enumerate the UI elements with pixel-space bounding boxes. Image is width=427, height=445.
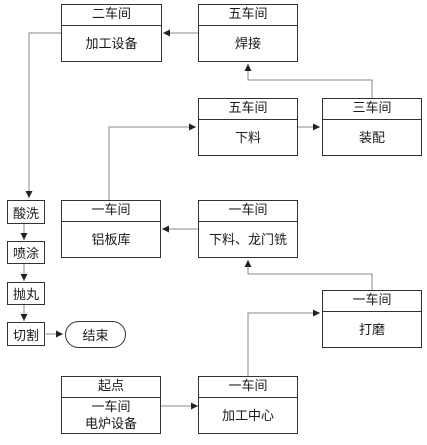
node-pickling: 酸洗: [7, 200, 45, 224]
node-assembly-label: 装配: [358, 130, 385, 146]
edge-grinding-to-cutting-milling: [244, 260, 373, 290]
node-end: 结束: [65, 321, 126, 348]
node-grinding-header: 一车间: [323, 291, 421, 312]
node-welding: 五车间 焊接: [198, 4, 298, 62]
node-machining-center-label: 加工中心: [221, 408, 274, 424]
node-machining-center-header: 一车间: [199, 377, 297, 398]
node-aluminum-storage: 一车间 铝板库: [61, 200, 161, 258]
node-machining-center: 一车间 加工中心: [198, 376, 298, 434]
node-blanking-label: 下料: [234, 130, 261, 146]
edge-machining-center-to-grinding: [247, 309, 320, 376]
node-processing-equipment-header: 二车间: [62, 5, 161, 26]
node-blanking: 五车间 下料: [198, 98, 298, 156]
node-assembly: 三车间 装配: [322, 98, 422, 156]
node-start-label: 一车间 电炉设备: [84, 400, 137, 432]
node-welding-header: 五车间: [199, 5, 297, 26]
edge-aluminum-storage-to-blanking: [108, 123, 196, 200]
node-aluminum-storage-label: 铝板库: [91, 232, 131, 248]
edge-processing-equipment-to-pickling: [25, 32, 61, 198]
node-grinding: 一车间 打磨: [322, 290, 422, 348]
node-shot-blasting: 抛丸: [7, 282, 45, 305]
edge-assembly-to-welding: [244, 64, 373, 98]
node-blanking-header: 五车间: [199, 99, 297, 120]
node-start: 起点 一车间 电炉设备: [61, 376, 161, 434]
node-assembly-header: 三车间: [323, 99, 421, 120]
node-grinding-label: 打磨: [358, 322, 385, 338]
node-start-header: 起点: [62, 377, 160, 398]
node-processing-equipment: 二车间 加工设备: [61, 4, 162, 62]
node-aluminum-storage-header: 一车间: [62, 201, 160, 222]
node-welding-label: 焊接: [234, 36, 261, 52]
node-cutting-milling-label: 下料、龙门铣: [208, 232, 287, 248]
node-cutting-milling-header: 一车间: [199, 201, 297, 222]
node-painting: 喷涂: [7, 241, 45, 264]
node-cut: 切割: [7, 322, 45, 346]
node-cutting-milling: 一车间 下料、龙门铣: [198, 200, 298, 258]
node-processing-equipment-label: 加工设备: [85, 36, 138, 52]
